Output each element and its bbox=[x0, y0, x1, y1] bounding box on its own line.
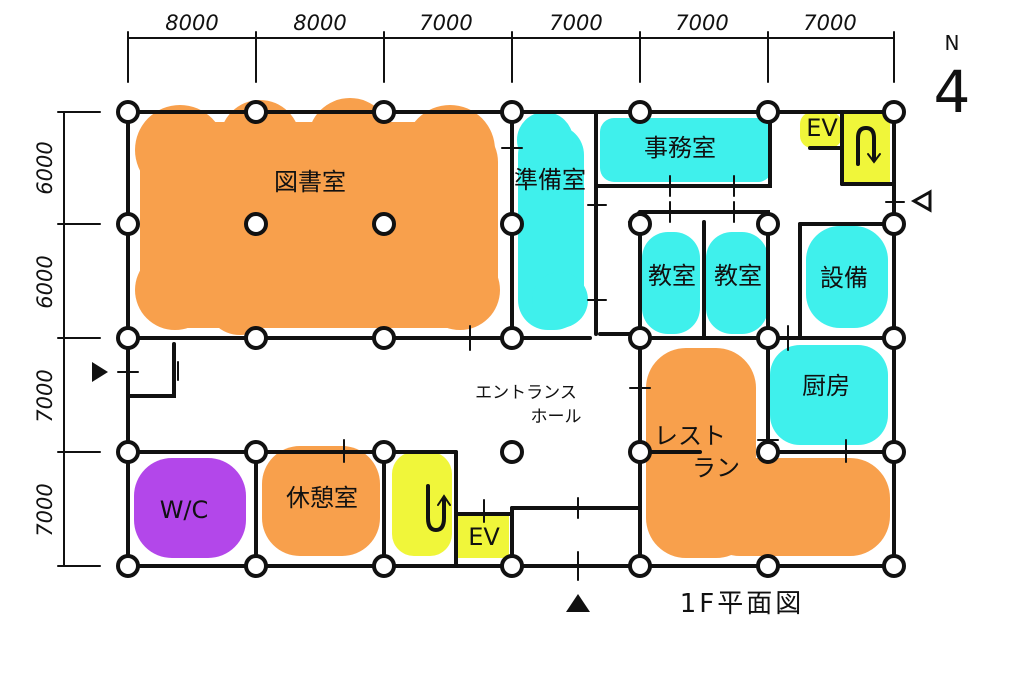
column bbox=[628, 440, 652, 464]
dimension-label: 6000 bbox=[33, 255, 57, 308]
column bbox=[244, 212, 268, 236]
top-dimension-labels: 8000 8000 7000 7000 7000 7000 bbox=[165, 11, 856, 35]
room-label-equipment: 設備 bbox=[820, 264, 868, 292]
room-label-kitchen: 厨房 bbox=[802, 372, 850, 400]
column bbox=[500, 100, 524, 124]
column bbox=[500, 554, 524, 578]
column bbox=[628, 326, 652, 350]
stair-n-turn-icon bbox=[856, 125, 876, 166]
dimension-label: 6000 bbox=[33, 141, 57, 194]
column bbox=[244, 326, 268, 350]
column bbox=[244, 554, 268, 578]
column bbox=[882, 440, 906, 464]
column bbox=[372, 100, 396, 124]
stair-n-turn-arrowhead bbox=[867, 153, 881, 164]
equipment-fill bbox=[806, 226, 888, 328]
dimension-label: 7000 bbox=[33, 483, 57, 536]
triangle-arrow-icon bbox=[92, 362, 108, 382]
column bbox=[628, 554, 652, 578]
office-fill bbox=[600, 118, 772, 182]
lounge-fill bbox=[262, 446, 380, 556]
columns bbox=[116, 100, 906, 578]
room-fills bbox=[134, 98, 890, 558]
dimension-label: 8000 bbox=[293, 11, 346, 35]
room-label-office: 事務室 bbox=[644, 134, 716, 162]
library-fill bbox=[135, 98, 500, 335]
stair-u-turn-arrowhead bbox=[437, 494, 451, 506]
door-marks bbox=[117, 147, 905, 581]
column bbox=[756, 326, 780, 350]
north-number: 4 bbox=[934, 58, 971, 126]
dimension-label: 8000 bbox=[165, 11, 218, 35]
room-label-ev-bottom: EV bbox=[468, 523, 500, 551]
column bbox=[882, 100, 906, 124]
column bbox=[628, 100, 652, 124]
room-label-lounge: 休憩室 bbox=[286, 484, 358, 512]
column bbox=[756, 554, 780, 578]
triangle-arrow-icon bbox=[910, 189, 932, 213]
teacher-room-2-fill bbox=[706, 232, 768, 334]
room-label-wc: W/C bbox=[160, 496, 209, 524]
stair-u-turn-icon bbox=[426, 484, 446, 533]
column bbox=[116, 440, 140, 464]
dimension-lines bbox=[57, 31, 895, 567]
triangle-arrow-icon bbox=[566, 594, 590, 612]
column bbox=[756, 440, 780, 464]
column bbox=[116, 326, 140, 350]
column bbox=[116, 554, 140, 578]
north-label: N bbox=[945, 31, 960, 55]
room-label-prep-room: 準備室 bbox=[514, 166, 586, 194]
column bbox=[882, 212, 906, 236]
column bbox=[628, 212, 652, 236]
column bbox=[756, 100, 780, 124]
column bbox=[372, 326, 396, 350]
column bbox=[882, 326, 906, 350]
room-label-teacher-room-1: 教室 bbox=[648, 262, 696, 290]
column bbox=[116, 100, 140, 124]
plan-title: 1F平面図 bbox=[680, 589, 805, 619]
dimension-label: 7000 bbox=[803, 11, 856, 35]
column bbox=[244, 100, 268, 124]
room-label-library: 図書室 bbox=[274, 168, 346, 196]
teacher-room-1-fill bbox=[642, 232, 700, 334]
room-label-teacher-room-2: 教室 bbox=[714, 262, 762, 290]
wc-fill bbox=[134, 458, 246, 558]
column bbox=[116, 212, 140, 236]
column bbox=[882, 554, 906, 578]
dimension-label: 7000 bbox=[549, 11, 602, 35]
dimension-label: 7000 bbox=[675, 11, 728, 35]
ev-top-fill bbox=[800, 112, 842, 148]
ev-bottom-fill bbox=[455, 514, 509, 558]
column bbox=[756, 212, 780, 236]
room-label-restaurant-line2: ラン bbox=[692, 454, 740, 482]
dimension-label: 7000 bbox=[419, 11, 472, 35]
column bbox=[500, 440, 524, 464]
column bbox=[372, 554, 396, 578]
room-label-restaurant-line1: レスト bbox=[654, 422, 726, 450]
room-label-entrance-hall-line2: ホール bbox=[531, 407, 582, 427]
dimension-label: 7000 bbox=[33, 369, 57, 422]
room-label-entrance-hall-line1: エントランス bbox=[475, 383, 577, 403]
column bbox=[244, 440, 268, 464]
left-dimension-labels: 6000 6000 7000 7000 bbox=[33, 141, 57, 536]
column bbox=[372, 212, 396, 236]
column bbox=[372, 440, 396, 464]
room-label-ev-top: EV bbox=[806, 114, 838, 142]
stair-top-fill bbox=[842, 114, 890, 184]
column bbox=[500, 326, 524, 350]
prep-room-fill bbox=[517, 112, 588, 330]
kitchen-fill bbox=[770, 345, 888, 445]
column bbox=[500, 212, 524, 236]
